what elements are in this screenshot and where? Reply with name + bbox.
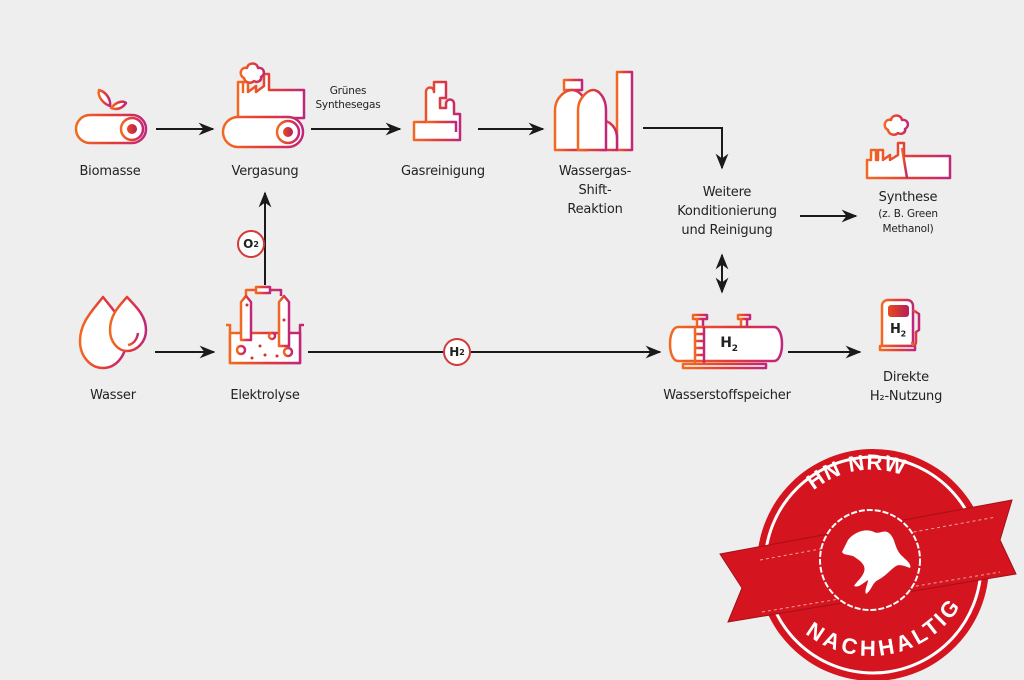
hydrogen-pump-icon [878,298,921,352]
refinery-icon [412,80,462,142]
label-elektrolyse: Elektrolyse [230,388,300,403]
log-sprout-icon [74,88,148,145]
gasification-plant-icon [221,62,306,149]
water-drops-icon [78,295,148,370]
label-speicher: Wasserstoffspeicher [663,388,791,403]
horse-icon [842,530,911,594]
hydrogen-tank-icon [668,313,784,370]
shift-reactor-icon [553,70,634,152]
pump-h2-text: H2 [889,322,907,339]
factory-icon [865,114,952,180]
tank-h2-text: H2 [720,335,738,354]
label-synthese: Synthese (z. B. Green Methanol) [878,190,938,235]
arrows [155,122,862,359]
label-vergasung: Vergasung [231,164,299,179]
label-gasreinigung: Gasreinigung [401,164,485,179]
label-biomasse: Biomasse [79,164,141,179]
arrow-wassergas-konditionierung [643,127,729,170]
electrolysis-icon [226,285,304,365]
label-wasser: Wasser [90,388,136,403]
label-wassergas: Wassergas-Shift-Reaktion [558,164,632,217]
